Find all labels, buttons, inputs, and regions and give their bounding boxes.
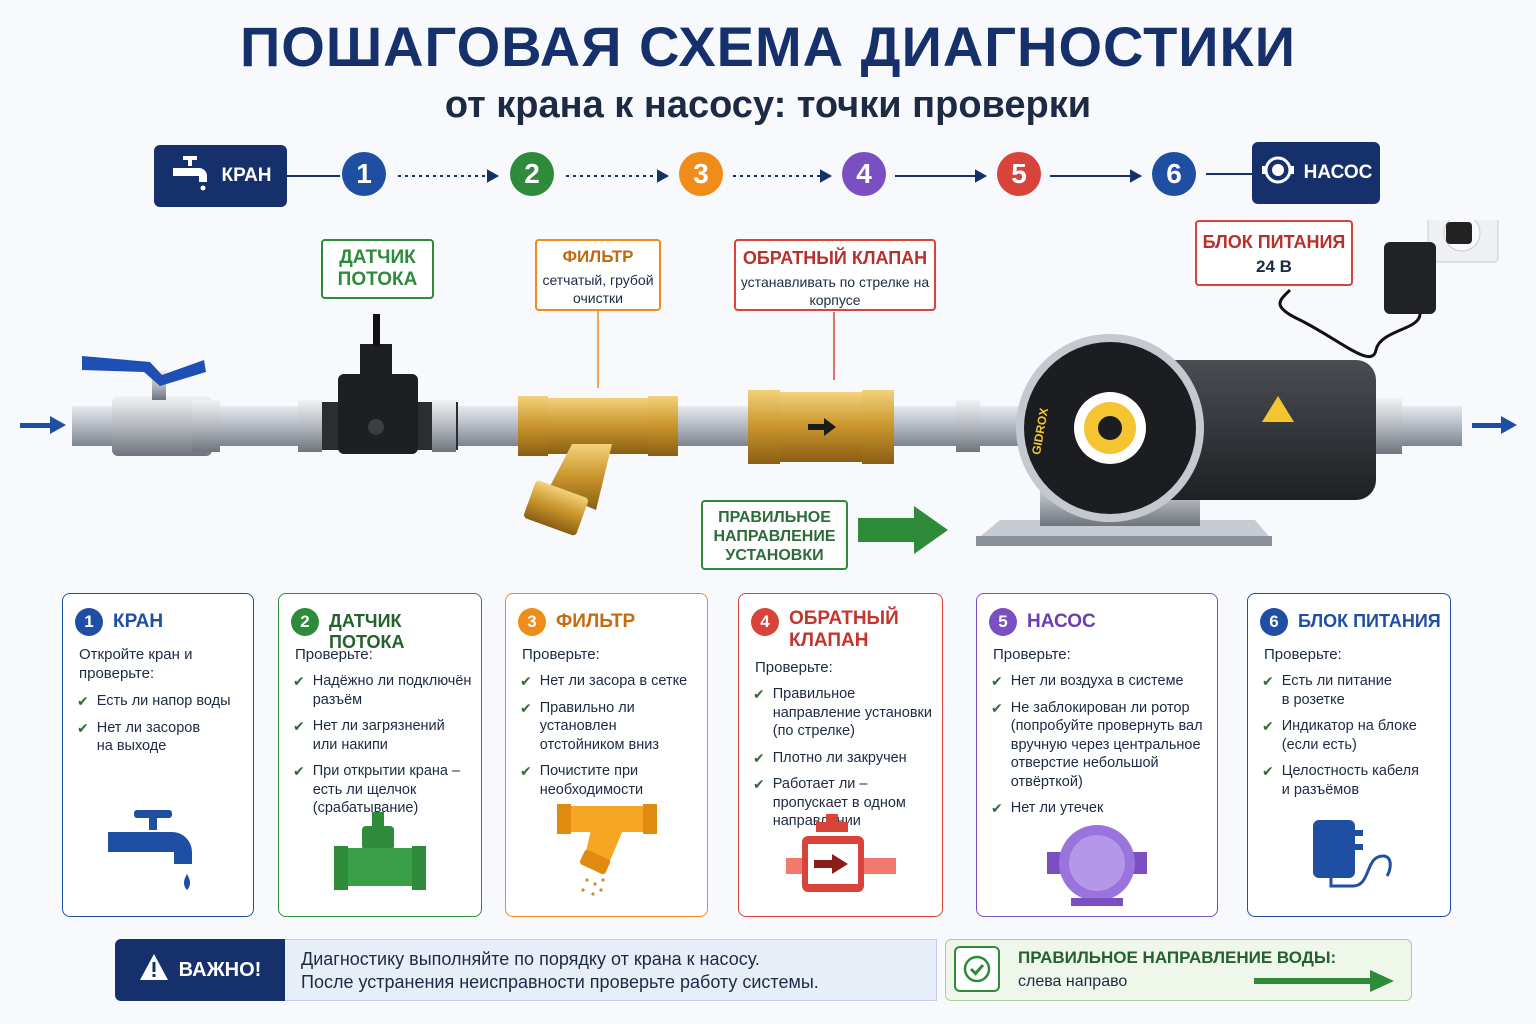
flow-sensor [298, 314, 458, 454]
power-adapter [1278, 220, 1499, 358]
page-title: ПОШАГОВАЯ СХЕМА ДИАГНОСТИКИ [240, 15, 1296, 78]
card-title: КРАН [113, 611, 164, 632]
list-item: ✔Плотно ли закручен [753, 749, 907, 766]
card-intro: Проверьте: [1264, 646, 1342, 663]
list-item: ✔Правильное направление установки (по ст… [753, 686, 932, 739]
warning-label: ВАЖНО! [115, 939, 285, 1001]
check-icon: ✔ [77, 719, 89, 736]
check-icon: ✔ [1262, 763, 1274, 779]
list-item: ✔Целостность кабеля и разъёмов [1262, 763, 1419, 798]
check-icon: ✔ [991, 673, 1003, 689]
list-item: ✔Нет ли утечек [991, 800, 1104, 816]
list-item: ✔Нет ли засоров на выходе [77, 719, 201, 755]
list-item: ✔Не заблокирован ли ротор (попробуйте пр… [991, 699, 1203, 790]
card-power-unit: 6 БЛОК ПИТАНИЯ Проверьте: ✔Есть ли питани… [1247, 593, 1451, 917]
card-pump: 5 НАСОС Проверьте: ✔Нет ли воздуха в сист… [976, 593, 1218, 917]
page-subtitle: от крана к насосу: точки проверки [444, 84, 1092, 126]
check-icon: ✔ [753, 749, 765, 766]
ball-valve [82, 356, 220, 456]
warning-text: Диагностику выполняйте по порядку от кра… [285, 939, 937, 1001]
y-strainer [518, 396, 678, 536]
flow-start-label: КРАН [221, 165, 272, 186]
warning-icon [139, 953, 169, 987]
check-icon: ✔ [520, 673, 532, 689]
check-icon: ✔ [1262, 718, 1274, 734]
check-icon: ✔ [753, 686, 765, 702]
check-icon: ✔ [293, 673, 305, 689]
card-title: БЛОК ПИТАНИЯ [1298, 611, 1441, 631]
card-intro: Проверьте: [755, 659, 833, 676]
check-icon: ✔ [77, 693, 89, 709]
check-icon: ✔ [753, 776, 765, 792]
label-install-direction: ПРАВИЛЬНОЕ НАПРАВЛЕНИЕ УСТАНОВКИ [701, 500, 848, 570]
flow-start-faucet: КРАН [154, 145, 287, 207]
check-icon: ✔ [520, 763, 532, 779]
list-item: ✔Нет ли загрязнений или накипи [293, 718, 445, 753]
outflow-arrow-icon [1472, 416, 1517, 434]
flow-connectors [287, 169, 1252, 183]
card-number: 4 [751, 608, 779, 636]
flow-step-6: 6 [1152, 152, 1196, 196]
list-item: ✔Есть ли напор воды [77, 693, 231, 709]
card-number: 1 [75, 608, 103, 636]
flow-step-1: 1 [342, 152, 386, 196]
inflow-arrow-icon [20, 416, 66, 434]
faucet-icon [63, 806, 253, 898]
card-title: ФИЛЬТР [556, 611, 636, 632]
flow-step-2: 2 [510, 152, 554, 196]
flow-end-label: НАСОС [1303, 162, 1373, 183]
check-valve [748, 390, 894, 464]
check-icon: ✔ [1262, 673, 1274, 689]
card-number: 5 [989, 608, 1017, 636]
list-item: ✔Почистите при необходимости [520, 763, 644, 798]
check-valve-icon [739, 814, 942, 898]
label-filter: ФИЛЬТР сетчатый, грубой очистки [535, 239, 661, 311]
card-check-valve: 4 ОБРАТНЫЙ КЛАПАН Проверьте: ✔Правильное … [738, 593, 943, 917]
list-item: ✔Нет ли воздуха в системе [991, 673, 1184, 689]
card-intro: Проверьте: [295, 646, 373, 663]
filter-icon [506, 802, 707, 898]
label-power-unit: БЛОК ПИТАНИЯ 24 В [1195, 220, 1353, 286]
circulation-pump: GIDROX [976, 334, 1376, 546]
flow-end-pump: НАСОС [1252, 142, 1380, 204]
card-flow-sensor: 2 ДАТЧИК ПОТОКА Проверьте: ✔Надёжно ли по… [278, 593, 482, 917]
list-item: ✔Есть ли питание в розетке [1262, 673, 1392, 708]
pipeline-illustration: GIDROX [20, 220, 1517, 554]
card-number: 6 [1260, 608, 1288, 636]
faucet-icon [169, 154, 213, 198]
card-faucet: 1 КРАН Откройте кран и проверьте: ✔Есть л… [62, 593, 254, 917]
flow-sensor-icon [279, 812, 481, 898]
card-title: ОБРАТНЫЙ КЛАПАН [789, 608, 899, 651]
card-intro: Проверьте: [522, 646, 600, 663]
list-item: ✔Правильно ли установлен отстойником вни… [520, 699, 659, 753]
flow-step-3: 3 [679, 152, 723, 196]
water-direction-note: ПРАВИЛЬНОЕ НАПРАВЛЕНИЕ ВОДЫ: слева напра… [945, 939, 1412, 1001]
label-check-valve: ОБРАТНЫЙ КЛАПАН устанавливать по стрелке… [734, 239, 936, 311]
pump-icon [977, 818, 1217, 908]
card-number: 3 [518, 608, 546, 636]
pump-icon [1260, 155, 1296, 191]
direction-arrow-icon [1254, 970, 1396, 997]
power-adapter-icon [1248, 816, 1450, 892]
label-flow-sensor: ДАТЧИК ПОТОКА [321, 239, 434, 299]
flow-step-5: 5 [997, 152, 1041, 196]
list-item: ✔Индикатор на блоке (если есть) [1262, 718, 1417, 753]
list-item: ✔Нет ли засора в сетке [520, 673, 688, 689]
install-direction-arrow-icon [858, 506, 948, 554]
card-filter: 3 ФИЛЬТР Проверьте: ✔Нет ли засора в сетк… [505, 593, 708, 917]
flow-step-4: 4 [842, 152, 886, 196]
card-title: ДАТЧИК ПОТОКА [329, 611, 405, 652]
check-icon: ✔ [293, 718, 305, 734]
check-icon: ✔ [991, 800, 1003, 816]
check-icon [954, 946, 1000, 992]
check-icon: ✔ [520, 699, 532, 716]
check-icon: ✔ [293, 763, 305, 779]
card-title: НАСОС [1027, 611, 1096, 632]
card-intro: Проверьте: [993, 646, 1071, 663]
list-item: ✔При открытии крана – есть ли щелчок (ср… [293, 763, 461, 816]
card-number: 2 [291, 608, 319, 636]
check-icon: ✔ [991, 699, 1003, 716]
list-item: ✔Надёжно ли подключён разъём [293, 673, 472, 708]
card-intro: Откройте кран и проверьте: [79, 646, 193, 682]
